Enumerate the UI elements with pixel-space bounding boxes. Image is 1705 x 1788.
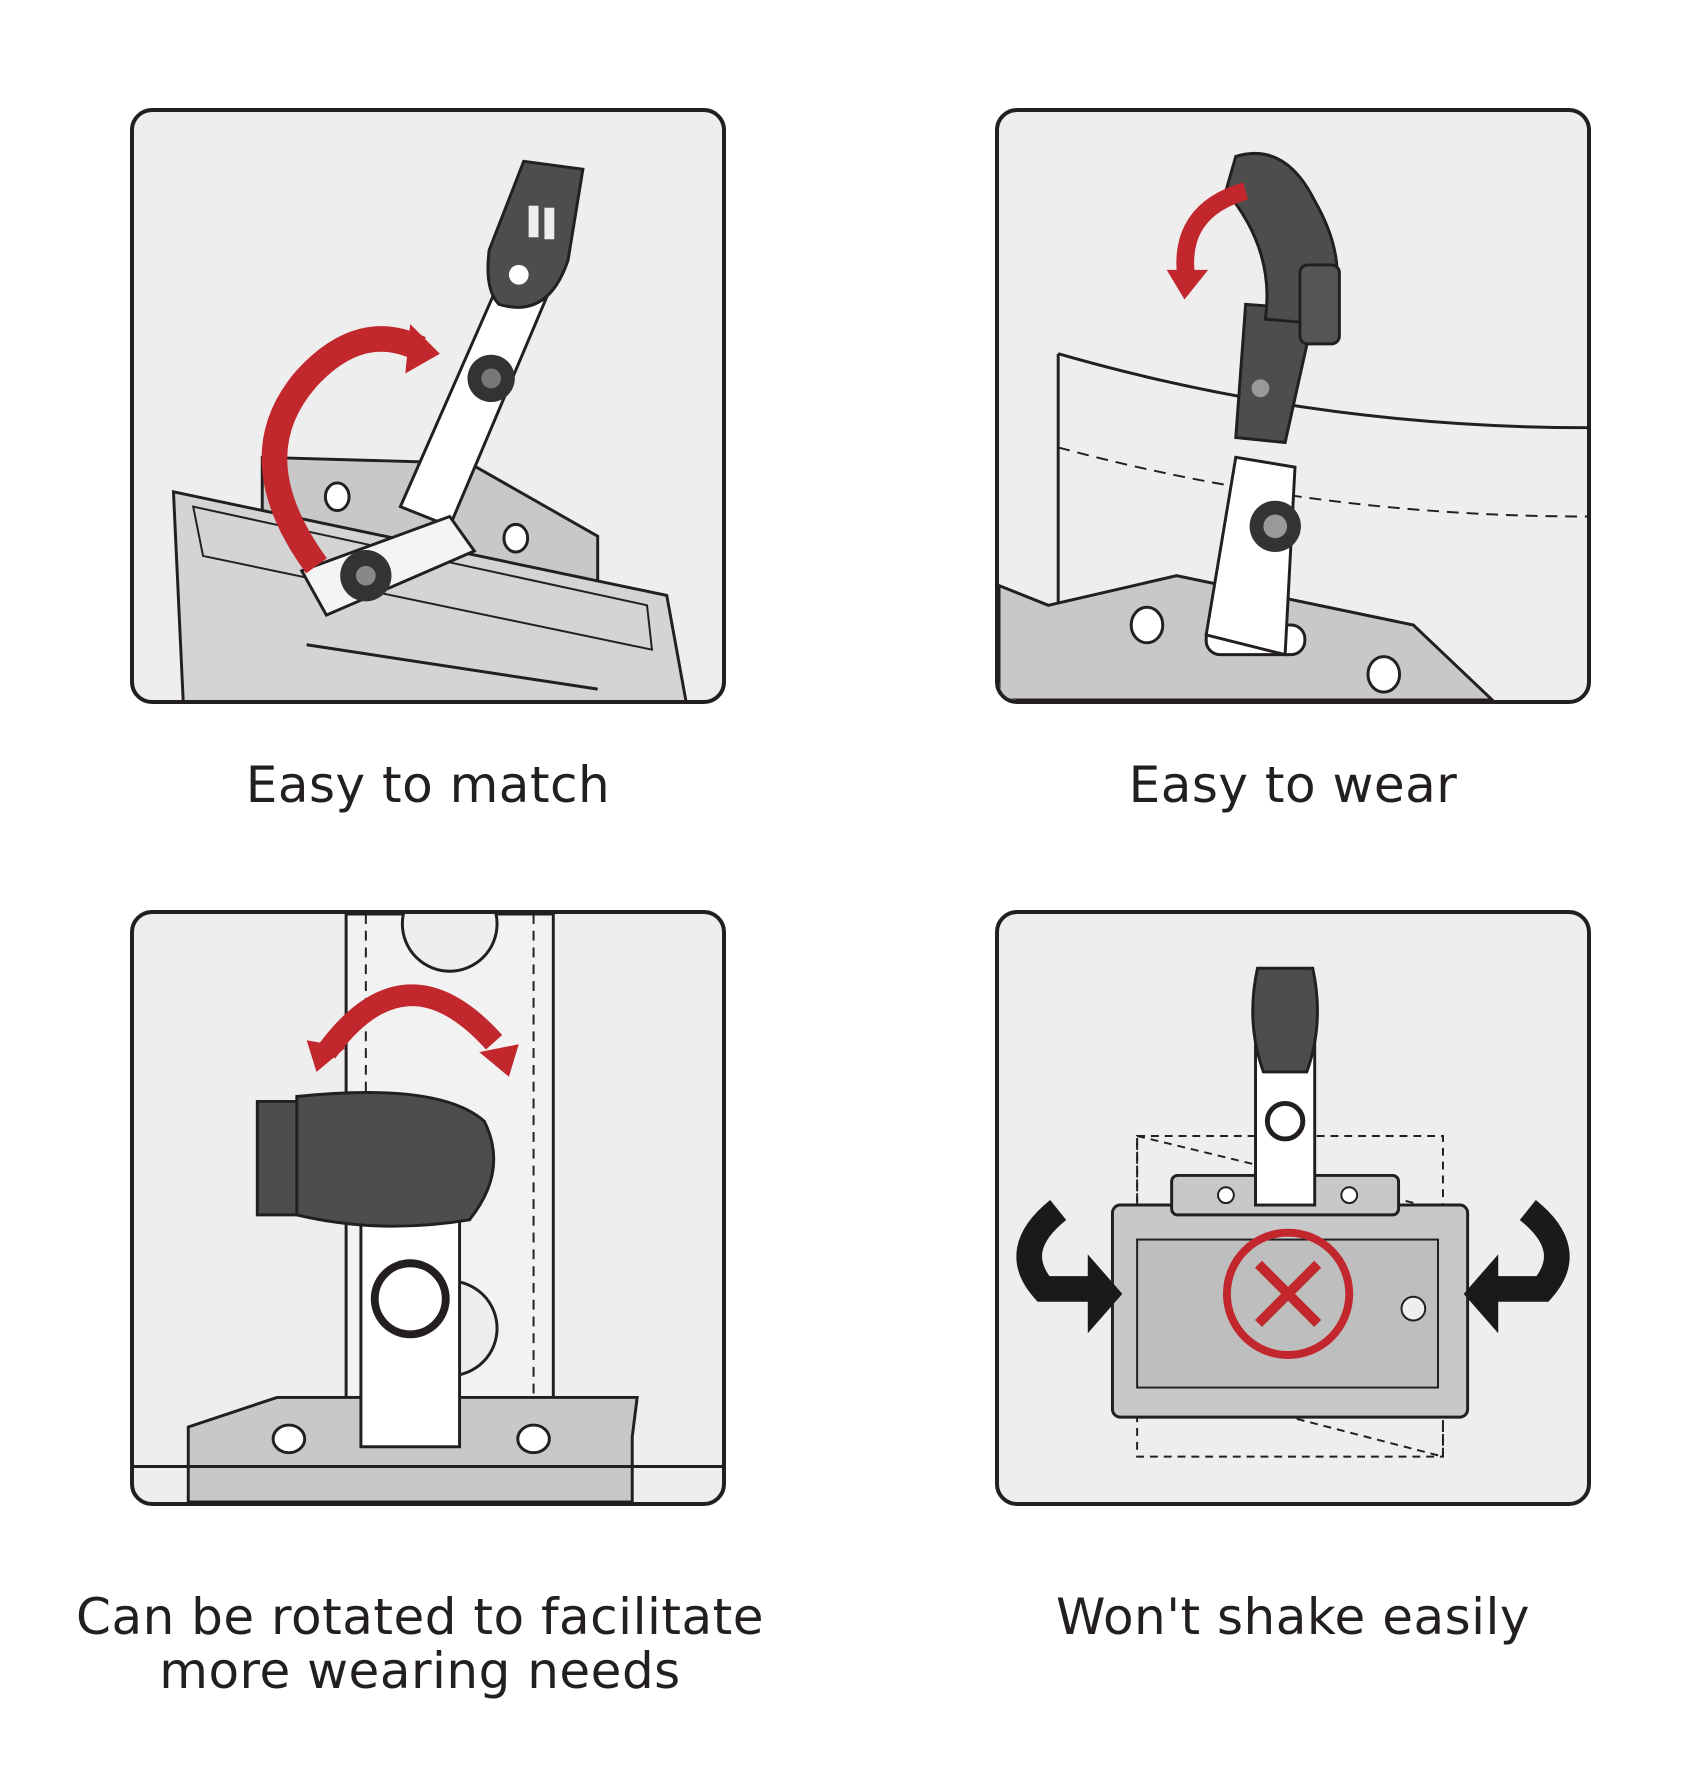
- caption-easy-to-wear: Easy to wear: [1128, 756, 1458, 814]
- strap-clip-illustration: [171, 159, 688, 700]
- badge-holder-icon: [134, 1395, 722, 1502]
- card-holder-illustration: [1016, 966, 1570, 1458]
- rotate-arrow-icon: [1166, 182, 1249, 300]
- swivel-clip-illustration: [134, 914, 722, 1502]
- panel-wont-shake: [995, 910, 1591, 1506]
- caption-line-2: more wearing needs: [159, 1642, 681, 1700]
- caption-wont-shake: Won't shake easily: [1055, 1588, 1531, 1646]
- double-arrow-icon: [306, 984, 519, 1077]
- panel-easy-to-match: [130, 108, 726, 704]
- strap-clip-icon: [299, 159, 585, 618]
- inward-arrows-icon: [1016, 1199, 1570, 1334]
- card-holder-icon: [1110, 1173, 1470, 1419]
- panel-can-be-rotated: [130, 910, 726, 1506]
- caption-can-be-rotated: Can be rotated to facilitate more wearin…: [40, 1590, 800, 1698]
- caption-line-1: Can be rotated to facilitate: [76, 1588, 764, 1646]
- no-shake-x-icon: [1222, 1228, 1354, 1359]
- swivel-clip-icon: [255, 1091, 496, 1449]
- rotate-arrow-icon: [261, 324, 440, 574]
- clip-on-pocket-icon: [1204, 151, 1341, 657]
- clip-on-pocket-illustration: [999, 151, 1587, 700]
- panel-easy-to-wear: [995, 108, 1591, 704]
- strap-clip-icon: [1251, 966, 1319, 1207]
- caption-easy-to-match: Easy to match: [245, 756, 611, 814]
